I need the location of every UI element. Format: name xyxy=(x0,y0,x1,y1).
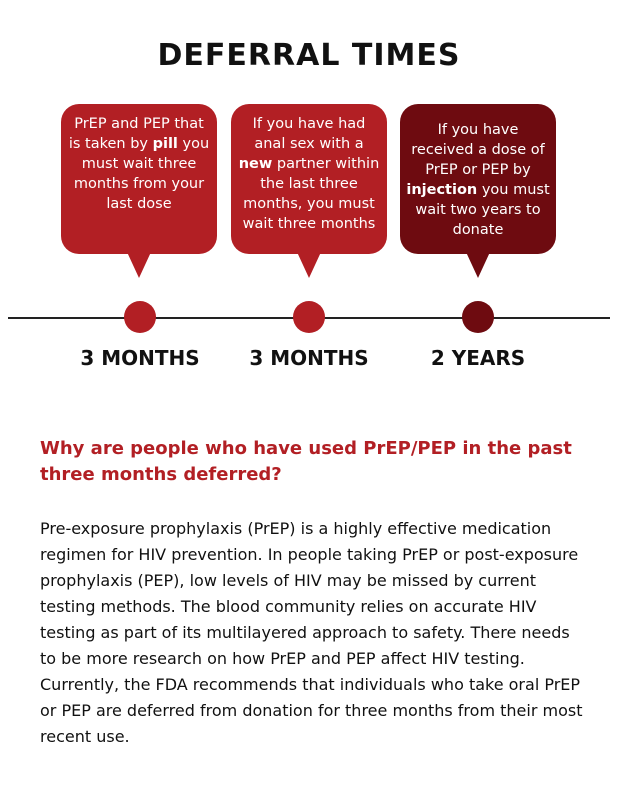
section-heading: Why are people who have used PrEP/PEP in… xyxy=(40,438,572,485)
bubble-tail xyxy=(297,252,321,278)
timeline-dot xyxy=(462,301,494,333)
timeline-label: 3 MONTHS xyxy=(249,346,369,370)
bubble-emphasis: pill xyxy=(152,136,178,152)
bubble-text: you must wait two years to donate xyxy=(415,182,550,238)
bubble-text: If you have had anal sex with a xyxy=(252,116,366,152)
bubble-tail xyxy=(127,252,151,278)
bubble-text: PrEP and PEP that is taken by xyxy=(68,116,204,152)
page-title: DEFERRAL TIMES xyxy=(157,38,461,73)
bubble-emphasis: injection xyxy=(406,182,478,198)
timeline-label: 2 YEARS xyxy=(430,346,526,370)
timeline-dot xyxy=(293,301,325,333)
bubble-text: partner within the last three months, yo… xyxy=(242,156,380,232)
bubble-tail xyxy=(466,252,490,278)
bubble-text: you must wait three months from your las… xyxy=(73,136,210,212)
bubble-text: If you have received a dose of PrEP or P… xyxy=(411,122,545,178)
timeline-dot xyxy=(124,301,156,333)
deferral-bubble-anal-sex: If you have had anal sex with a new part… xyxy=(231,104,387,278)
bubble-emphasis: new xyxy=(238,156,273,172)
body-paragraph: Pre-exposure prophylaxis (PrEP) is a hig… xyxy=(40,519,583,746)
timeline-label: 3 MONTHS xyxy=(80,346,200,370)
deferral-bubble-injection: If you have received a dose of PrEP or P… xyxy=(400,104,556,278)
deferral-bubble-pill: PrEP and PEP that is taken by pill you m… xyxy=(61,104,217,278)
